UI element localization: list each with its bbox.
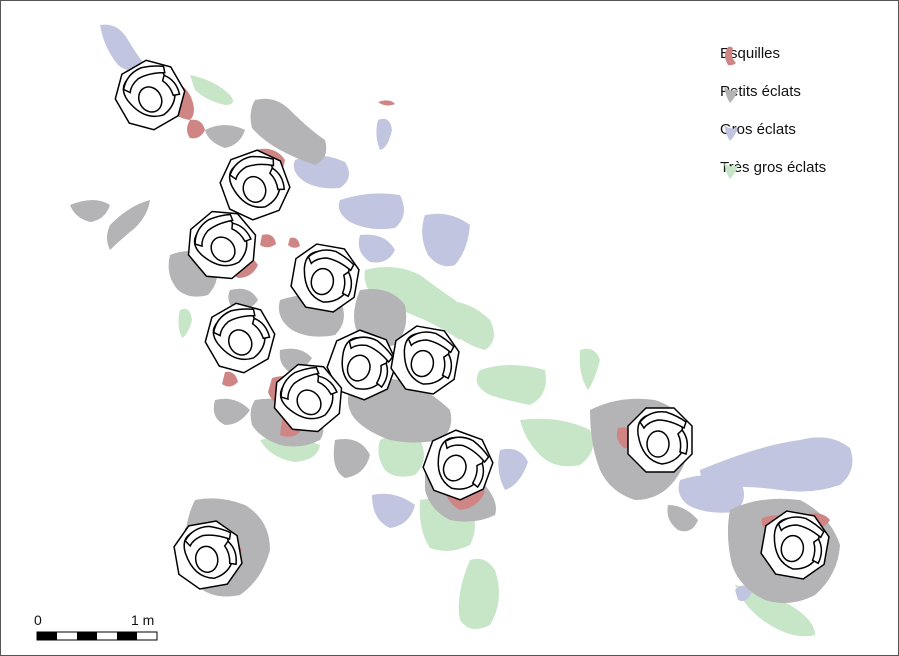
- petit-eclat-zone: [667, 505, 698, 532]
- esquille-zone: [222, 371, 238, 387]
- tres-gros-eclat-zone: [178, 308, 192, 338]
- gros-eclat-zone: [372, 493, 415, 528]
- scale-end-label: 1 m: [131, 612, 155, 628]
- legend-item-gros-eclats: Gros éclats: [720, 121, 796, 141]
- chevron-swatch-icon: [724, 125, 738, 141]
- chevron-swatch-icon: [724, 87, 738, 103]
- tres-gros-eclat-zone: [476, 365, 546, 405]
- scale-bar-segment: [37, 632, 57, 640]
- gros-eclat-zone: [700, 437, 853, 492]
- gros-eclat-zone: [422, 213, 470, 267]
- seated-knapper-icon: [760, 510, 830, 580]
- petit-eclat-zone: [213, 398, 250, 425]
- scale-bar: [36, 631, 158, 641]
- seated-knapper-icon: [173, 520, 243, 590]
- tres-gros-eclat-zone: [378, 435, 424, 477]
- crescent-swatch-icon: [725, 46, 736, 66]
- scale-bar-segment: [77, 632, 97, 640]
- seated-knapper-icon: [204, 302, 276, 374]
- legend-label: Esquilles: [720, 45, 781, 62]
- legend-label: Gros éclats: [720, 121, 796, 138]
- legend-item-esquilles: Esquilles: [720, 45, 781, 66]
- chevron-swatch-icon: [724, 163, 738, 179]
- petit-eclat-zone: [250, 98, 327, 165]
- tres-gros-eclat-zone: [458, 558, 499, 629]
- seated-knapper-icon: [390, 325, 460, 395]
- legend-item-petits-eclats: Petits éclats: [720, 83, 801, 103]
- scale-start-label: 0: [34, 612, 42, 628]
- esquille-zone: [378, 100, 395, 106]
- knappers-layer: [114, 59, 830, 590]
- seated-knapper-icon: [290, 243, 360, 313]
- gros-eclat-zone: [376, 118, 392, 150]
- legend-label: Petits éclats: [720, 83, 801, 100]
- seated-knapper-icon: [273, 363, 343, 433]
- gros-eclat-zone: [358, 234, 395, 263]
- gros-eclat-zone: [338, 193, 404, 230]
- tres-gros-eclat-zone: [735, 585, 815, 637]
- tres-gros-eclat-zone: [579, 348, 600, 390]
- seated-knapper-icon: [422, 429, 494, 501]
- gros-eclat-zone: [293, 155, 349, 189]
- seated-knapper-icon: [326, 329, 398, 401]
- petit-eclat-zone: [107, 200, 150, 250]
- tres-gros-eclat-zone: [520, 418, 594, 467]
- legend-item-tres-gros-eclats: Très gros éclats: [720, 159, 827, 179]
- gros-eclat-zone: [735, 585, 752, 601]
- seated-knapper-icon: [219, 149, 291, 221]
- esquille-zone: [187, 119, 205, 139]
- esquille-zone: [260, 234, 276, 248]
- scale-bar-segment: [117, 632, 137, 640]
- seated-knapper-icon: [627, 407, 693, 473]
- petit-eclat-zone: [70, 200, 110, 222]
- esquille-zone: [288, 237, 300, 248]
- gros-eclats-layer: [100, 24, 853, 601]
- gros-eclat-zone: [100, 24, 150, 72]
- seated-knapper-icon: [114, 59, 186, 131]
- tres-gros-eclat-zone: [364, 266, 464, 340]
- tres-gros-eclat-zone: [440, 300, 494, 350]
- petit-eclat-zone: [205, 125, 245, 148]
- legend-label: Très gros éclats: [720, 159, 827, 176]
- gros-eclat-zone: [498, 448, 528, 490]
- tres-gros-eclat-zone: [190, 75, 234, 105]
- petit-eclat-zone: [333, 439, 370, 478]
- seated-knapper-icon: [187, 210, 257, 280]
